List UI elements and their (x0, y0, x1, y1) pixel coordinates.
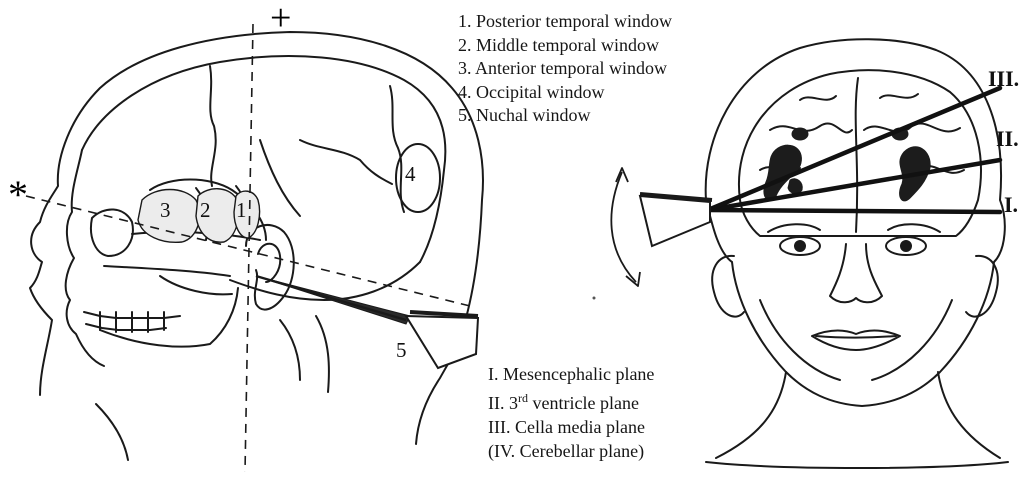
plane-cella-media (708, 88, 1000, 210)
plane-legend-item: I. Mesencephalic plane (488, 362, 654, 386)
neck-front (716, 372, 786, 458)
planes-legend: I. Mesencephalic plane II. 3rd ventricle… (488, 362, 654, 463)
plane-legend-item: III. Cella media plane (488, 415, 654, 439)
plane-third-ventricle (708, 160, 1000, 210)
plane-legend-item: (IV. Cerebellar plane) (488, 439, 654, 463)
nose (830, 244, 882, 302)
shoulder-line (706, 462, 1008, 468)
plane-mesencephalic (708, 210, 1000, 212)
label-plane-cella-media: III. (988, 66, 1019, 92)
left-ear (712, 256, 744, 317)
plane-legend-item: II. 3rd ventricle plane (488, 386, 654, 415)
mouth (812, 331, 900, 351)
transtemporal-probe (640, 196, 710, 246)
label-plane-mesencephalic: I. (1004, 192, 1018, 218)
label-plane-third-ventricle: II. (996, 126, 1019, 152)
rotation-arrow (611, 172, 636, 282)
